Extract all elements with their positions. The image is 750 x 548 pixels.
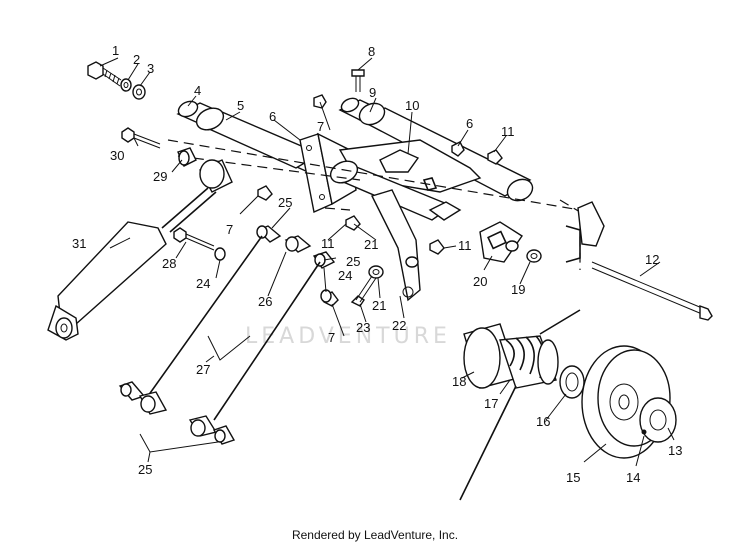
callout-11: 11	[501, 124, 515, 139]
callout-11c: 11	[458, 238, 472, 253]
washer-part-24	[214, 247, 226, 261]
plate-part-20	[479, 221, 523, 263]
callout-1: 1	[112, 43, 119, 58]
bolt-part-1	[87, 61, 122, 87]
callout-25b: 25	[346, 254, 360, 269]
washer-part-3	[132, 84, 146, 100]
nut-part-11b	[345, 215, 361, 231]
callout-15: 15	[566, 470, 580, 485]
callout-6: 6	[269, 109, 276, 124]
callout-26: 26	[258, 294, 272, 309]
leader-25	[139, 433, 219, 453]
callout-17: 17	[484, 396, 498, 411]
hub-part-13	[639, 397, 677, 443]
bolt-part-8	[351, 69, 365, 92]
washer-part-16	[559, 365, 585, 399]
callout-14: 14	[626, 470, 640, 485]
callout-30: 30	[110, 148, 124, 163]
washer-part-21b	[405, 256, 419, 268]
bushing-part-25a	[256, 225, 282, 243]
leader-lines	[99, 57, 675, 467]
callout-7b: 7	[226, 222, 233, 237]
washer-part-19	[526, 249, 542, 263]
washer-part-2	[120, 78, 132, 92]
shock-absorber-part-31	[47, 159, 233, 341]
callout-10: 10	[405, 98, 419, 113]
callout-29: 29	[153, 169, 167, 184]
callout-19: 19	[511, 282, 525, 297]
bolt-part-23	[350, 275, 377, 307]
callout-24: 24	[196, 276, 210, 291]
callout-23: 23	[356, 320, 370, 335]
nut-part-11c	[429, 239, 445, 255]
callout-4: 4	[194, 83, 201, 98]
callout-27: 27	[196, 362, 210, 377]
callout-7c: 7	[328, 330, 335, 345]
callout-28: 28	[162, 256, 176, 271]
callout-3: 3	[147, 61, 154, 76]
callout-18: 18	[452, 374, 466, 389]
callout-7: 7	[317, 119, 324, 134]
nut-part-7b	[257, 185, 273, 201]
callout-22: 22	[392, 318, 406, 333]
callout-21: 21	[364, 237, 378, 252]
callout-11b: 11	[321, 236, 335, 251]
callout-5: 5	[237, 98, 244, 113]
bushing-part-25c	[118, 381, 168, 415]
callout-6b: 6	[466, 116, 473, 131]
callout-13: 13	[668, 443, 682, 458]
callout-9: 9	[369, 85, 376, 100]
end-bracket	[565, 201, 605, 263]
spring-part-17	[459, 309, 581, 501]
rod-part-27	[147, 235, 321, 421]
bushing-part-29	[177, 147, 197, 167]
arm-part-22	[371, 189, 421, 302]
callout-labels: 1 2 3 4 5 6 7 8 9 10 6 11 30 29 7 25 31 …	[72, 43, 682, 485]
callout-31: 31	[72, 236, 86, 251]
nut-part-6	[451, 141, 465, 157]
bushing-part-25d	[188, 415, 236, 445]
callout-12: 12	[645, 252, 659, 267]
bolt-part-30	[121, 127, 161, 149]
callout-2: 2	[133, 52, 140, 67]
nut-part-7	[313, 94, 327, 109]
callout-8: 8	[368, 44, 375, 59]
bushing-part-26	[284, 235, 312, 253]
washer-part-21	[368, 265, 384, 279]
watermark-text: LEADVENTURE	[245, 324, 451, 349]
bolt-part-12	[591, 261, 713, 321]
callout-21b: 21	[372, 298, 386, 313]
footer-credit: Rendered by LeadVenture, Inc.	[291, 528, 459, 542]
tube-part-5	[195, 107, 322, 169]
callout-25c: 25	[138, 462, 152, 477]
callout-16: 16	[536, 414, 550, 429]
callout-20: 20	[473, 274, 487, 289]
callout-24b: 24	[338, 268, 352, 283]
callout-25: 25	[278, 195, 292, 210]
bolt-part-28	[173, 227, 215, 251]
